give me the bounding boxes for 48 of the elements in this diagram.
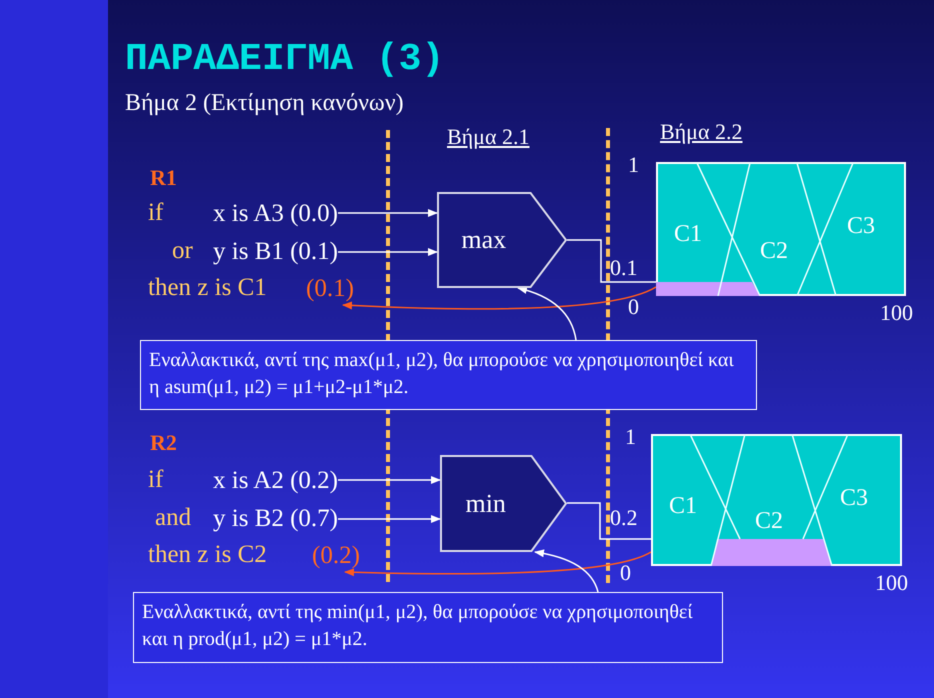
rule-text: and <box>155 503 192 533</box>
rule-text: if <box>148 465 164 495</box>
rule-name: R2 <box>150 429 177 457</box>
arrow <box>338 515 441 523</box>
slide-title: ΠΑΡΑΔΕΙΓΜΑ (3) <box>125 38 444 82</box>
rule-text: then z is C1 <box>148 273 267 303</box>
arrow <box>338 248 438 256</box>
arrow <box>344 551 652 576</box>
step-heading: Βήμα 2.2 <box>660 118 742 146</box>
rule-condition: y is B1 (0.1) <box>213 236 338 268</box>
axis-tick-label: 1 <box>628 151 639 179</box>
rule-strength: (0.2) <box>312 540 360 572</box>
curve-label: C2 <box>760 237 788 265</box>
connector-line <box>567 239 656 283</box>
rule-condition: x is A2 (0.2) <box>213 465 338 497</box>
arrow <box>342 286 656 310</box>
curve-label: C2 <box>755 507 784 535</box>
curve-label: C3 <box>847 212 876 240</box>
axis-tick-label: 100 <box>880 299 913 327</box>
axis-tick-label: 1 <box>625 423 636 451</box>
rule-condition: y is B2 (0.7) <box>213 503 338 535</box>
curve-label: C1 <box>669 492 698 520</box>
arrow <box>534 550 599 592</box>
membership-chart <box>651 434 902 566</box>
arrow <box>338 476 441 484</box>
curve-label: C1 <box>674 220 702 248</box>
rule-strength: (0.1) <box>306 273 354 305</box>
axis-tick-label: 100 <box>875 569 908 597</box>
subtitle: Βήμα 2 (Εκτίμηση κανόνων) <box>125 89 404 118</box>
arrow <box>517 286 577 340</box>
step-heading: Βήμα 2.1 <box>447 123 530 151</box>
rule-text: if <box>148 198 164 228</box>
curve-label: C3 <box>840 484 868 512</box>
note-box: Εναλλακτικά, αντί της max(μ1, μ2), θα μπορούσε να χρησιμοποιηθεί και η asum(μ1, μ2) = μ1+μ2-μ1*μ2. <box>140 340 757 410</box>
rule-text: or <box>172 236 193 266</box>
rule-condition: x is A3 (0.0) <box>213 198 338 230</box>
axis-tick-label: 0 <box>620 559 631 587</box>
connector-line <box>567 502 651 540</box>
axis-tick-label: 0.2 <box>610 504 638 532</box>
axis-tick-label: 0.1 <box>610 254 638 282</box>
membership-chart <box>656 162 906 296</box>
rule-text: then z is C2 <box>148 540 267 570</box>
operator-pentagon: min <box>440 455 567 552</box>
rule-name: R1 <box>150 164 177 192</box>
operator-pentagon: max <box>437 192 567 288</box>
note-box: Εναλλακτικά, αντί της min(μ1, μ2), θα μπορούσε να χρησιμοποιηθεί και η prod(μ1, μ2) = μ1*μ2. <box>133 592 723 663</box>
arrow <box>338 209 438 217</box>
axis-tick-label: 0 <box>628 293 639 321</box>
